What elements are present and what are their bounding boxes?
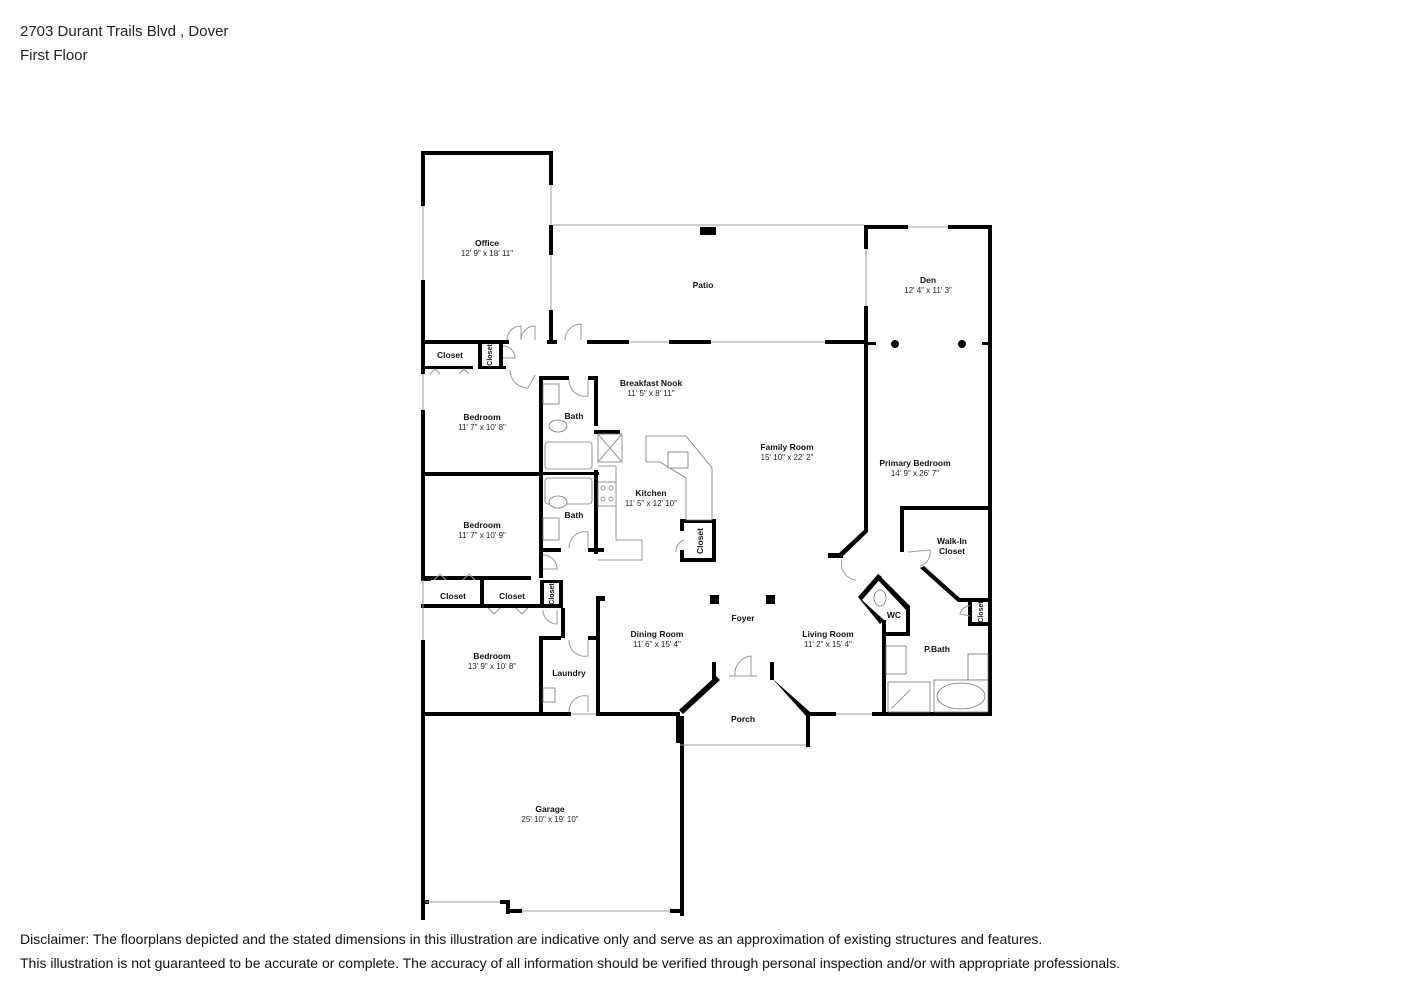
windows-and-outlines xyxy=(422,185,948,912)
svg-text:11' 2" x 15' 4": 11' 2" x 15' 4" xyxy=(804,640,852,649)
stove-icon xyxy=(597,481,617,507)
sink-icon xyxy=(885,645,907,675)
room-wc: WC xyxy=(887,610,901,620)
room-laundry: Laundry xyxy=(552,668,586,678)
svg-text:Closet: Closet xyxy=(499,591,525,601)
room-bedroom-3: Bedroom 13' 9" x 10' 8" xyxy=(468,651,516,671)
room-closet-mid-left: Closet xyxy=(440,591,466,601)
svg-text:Bedroom: Bedroom xyxy=(473,651,511,661)
room-pbath: P.Bath xyxy=(924,644,950,654)
kitchen-island-icon xyxy=(645,435,713,521)
svg-text:Bath: Bath xyxy=(565,411,584,421)
floor-label: First Floor xyxy=(20,47,88,64)
svg-text:Breakfast Nook: Breakfast Nook xyxy=(620,378,683,388)
svg-text:Bedroom: Bedroom xyxy=(463,412,501,422)
svg-text:Kitchen: Kitchen xyxy=(635,488,666,498)
toilet-icon xyxy=(873,589,887,607)
svg-text:11' 7" x 10' 9": 11' 7" x 10' 9" xyxy=(458,531,506,540)
svg-text:Dining Room: Dining Room xyxy=(631,629,684,639)
svg-text:Garage: Garage xyxy=(535,804,565,814)
svg-text:Patio: Patio xyxy=(693,280,714,290)
svg-text:Primary Bedroom: Primary Bedroom xyxy=(879,458,951,468)
room-closet-top-small: Closet xyxy=(487,344,494,366)
svg-text:11' 6" x 15' 4": 11' 6" x 15' 4" xyxy=(633,640,681,649)
svg-text:Laundry: Laundry xyxy=(552,668,586,678)
svg-text:Living Room: Living Room xyxy=(802,629,854,639)
sink-icon xyxy=(967,653,989,681)
room-walk-in-closet: Walk-In Closet xyxy=(937,536,967,556)
room-labels: Office 12' 9" x 18' 11" Patio Den 12' 4"… xyxy=(437,238,985,824)
svg-text:Office: Office xyxy=(475,238,499,248)
laundry-sink-icon xyxy=(542,687,556,703)
room-family-room: Family Room 15' 10" x 22' 2" xyxy=(760,442,814,462)
svg-text:Foyer: Foyer xyxy=(731,613,755,623)
bathtub-icon xyxy=(544,441,593,470)
room-kitchen: Kitchen 11' 5" x 12' 10" xyxy=(625,488,677,508)
room-den: Den 12' 4" x 11' 3" xyxy=(904,275,952,295)
svg-text:13' 9" x 10' 8": 13' 9" x 10' 8" xyxy=(468,662,516,671)
room-breakfast-nook: Breakfast Nook 11' 5" x 8' 11" xyxy=(620,378,683,398)
sink-icon xyxy=(542,517,560,541)
toilet-icon xyxy=(548,495,568,509)
svg-text:Den: Den xyxy=(920,275,936,285)
svg-text:25' 10" x 19' 10": 25' 10" x 19' 10" xyxy=(521,815,578,824)
svg-text:Closet: Closet xyxy=(549,583,556,605)
svg-text:15' 10" x 22' 2": 15' 10" x 22' 2" xyxy=(761,453,814,462)
svg-text:Closet: Closet xyxy=(939,546,965,556)
room-living-room: Living Room 11' 2" x 15' 4" xyxy=(802,629,854,649)
room-kitchen-closet: Closet xyxy=(695,528,705,554)
room-pbath-closet: Closet xyxy=(978,601,985,623)
toilet-icon xyxy=(548,419,568,433)
property-address: 2703 Durant Trails Blvd , Dover xyxy=(20,23,229,40)
svg-text:12' 4" x 11' 3": 12' 4" x 11' 3" xyxy=(904,286,952,295)
svg-text:Closet: Closet xyxy=(440,591,466,601)
fixtures xyxy=(542,383,989,713)
shower-icon xyxy=(887,681,931,713)
room-primary-bedroom: Primary Bedroom 14' 9" x 26' 7" xyxy=(879,458,951,478)
room-office: Office 12' 9" x 18' 11" xyxy=(461,238,513,258)
svg-text:Closet: Closet xyxy=(695,528,705,554)
svg-text:14' 9" x 26' 7": 14' 9" x 26' 7" xyxy=(891,469,939,478)
room-closet-mid-right: Closet xyxy=(499,591,525,601)
svg-text:11' 5" x 8' 11": 11' 5" x 8' 11" xyxy=(627,389,674,398)
room-garage: Garage 25' 10" x 19' 10" xyxy=(521,804,578,824)
svg-text:WC: WC xyxy=(887,610,901,620)
kitchen-sink-icon xyxy=(667,451,689,469)
room-bedroom-1: Bedroom 11' 7" x 10' 8" xyxy=(458,412,506,432)
svg-text:Closet: Closet xyxy=(978,601,985,623)
svg-text:12' 9" x 18' 11": 12' 9" x 18' 11" xyxy=(461,249,513,258)
room-closet-top: Closet xyxy=(437,350,463,360)
svg-text:Walk-In: Walk-In xyxy=(937,536,967,546)
room-bedroom-2: Bedroom 11' 7" x 10' 9" xyxy=(458,520,506,540)
sink-icon xyxy=(542,383,560,405)
room-bath-1: Bath xyxy=(565,411,584,421)
svg-text:Family Room: Family Room xyxy=(760,442,814,452)
svg-text:Porch: Porch xyxy=(731,714,755,724)
svg-text:Closet: Closet xyxy=(487,344,494,366)
room-porch: Porch xyxy=(731,714,755,724)
svg-text:11' 7" x 10' 8": 11' 7" x 10' 8" xyxy=(458,423,506,432)
disclaimer-line-2: This illustration is not guaranteed to b… xyxy=(20,955,1121,971)
room-dining-room: Dining Room 11' 6" x 15' 4" xyxy=(631,629,684,649)
svg-text:P.Bath: P.Bath xyxy=(924,644,950,654)
room-closet-mid-small: Closet xyxy=(549,583,556,605)
room-foyer: Foyer xyxy=(731,613,755,623)
walls xyxy=(421,151,992,920)
svg-text:Bedroom: Bedroom xyxy=(463,520,501,530)
svg-text:Closet: Closet xyxy=(437,350,463,360)
svg-text:11' 5" x 12' 10": 11' 5" x 12' 10" xyxy=(625,499,677,508)
door-swings xyxy=(429,323,971,713)
disclaimer-line-1: Disclaimer: The floorplans depicted and … xyxy=(20,931,1043,947)
room-patio: Patio xyxy=(693,280,714,290)
svg-text:Bath: Bath xyxy=(565,510,584,520)
room-bath-2: Bath xyxy=(565,510,584,520)
